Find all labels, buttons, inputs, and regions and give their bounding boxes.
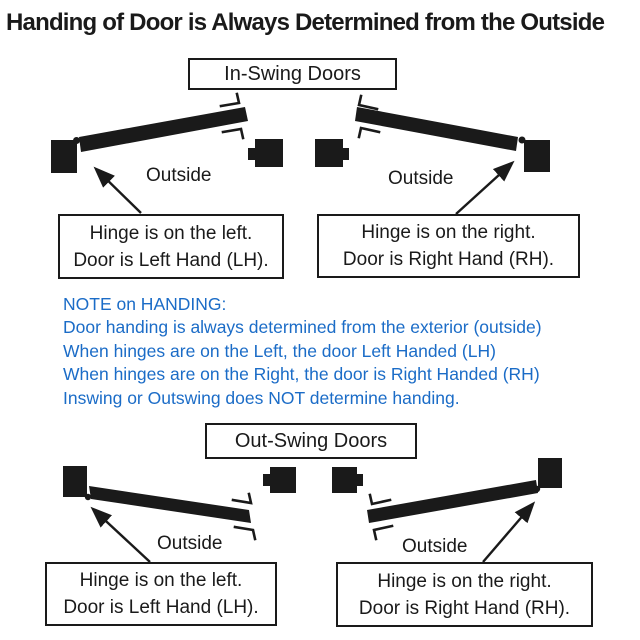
outside-label-out-swing-left: Outside [157, 533, 223, 554]
caption-in-swing-right: Hinge is on the right. Door is Right Han… [317, 214, 580, 278]
strike-jamb [332, 467, 357, 493]
out-swing-section-header: Out-Swing Doors [205, 423, 417, 459]
door-handle-outside [231, 492, 253, 505]
outside-label-out-swing-right: Outside [402, 536, 468, 557]
door-leaf [79, 107, 248, 152]
caption-line: Hinge is on the right. [361, 222, 536, 243]
door-handle-inside [221, 127, 245, 140]
caption-line: Hinge is on the left. [79, 570, 243, 591]
caption-line: Hinge is on the left. [89, 222, 253, 244]
strike-plate [342, 148, 349, 160]
out-swing-right-diagram [332, 458, 562, 563]
hinge-arrow [93, 166, 142, 214]
caption-in-swing-left: Hinge is on the left. Door is Left Hand … [58, 214, 284, 279]
door-handle-inside [357, 126, 381, 139]
in-swing-right-diagram [315, 94, 550, 215]
in-swing-left-diagram [51, 92, 283, 214]
hinge-pivot [518, 136, 526, 144]
hinge-jamb [538, 458, 562, 488]
note-line: Door handing is always determined from t… [63, 317, 542, 338]
hinge-jamb [524, 140, 550, 172]
note-line: Inswing or Outswing does NOT determine h… [63, 387, 460, 408]
outside-label-in-swing-left: Outside [146, 165, 212, 186]
strike-jamb [315, 139, 343, 167]
caption-line: Door is Left Hand (LH). [63, 597, 259, 618]
door-leaf [355, 107, 518, 151]
door-handle-outside [357, 94, 379, 111]
outside-label-in-swing-right: Outside [388, 168, 454, 189]
hinge-arrow [482, 501, 536, 563]
door-handle-inside [372, 524, 394, 541]
note-line: When hinges are on the Left, the door Le… [63, 340, 496, 361]
door-handle-inside [233, 525, 257, 541]
note-line: NOTE on HANDING: [63, 294, 227, 314]
caption-line: Door is Right Hand (RH). [358, 597, 571, 619]
note-line: When hinges are on the Right, the door i… [63, 364, 540, 385]
door-handle-outside [219, 92, 241, 108]
hinge-pivot [84, 493, 92, 501]
hinge-arrow [455, 160, 515, 215]
in-swing-section-header: In-Swing Doors [188, 58, 397, 90]
door-handle-outside [368, 493, 392, 506]
caption-line: Door is Right Hand (RH). [342, 249, 555, 270]
strike-plate [248, 148, 255, 160]
out-swing-section-label: Out-Swing Doors [234, 429, 388, 452]
hinge-jamb [51, 140, 77, 173]
handing-note: NOTE on HANDING: Door handing is always … [63, 293, 603, 410]
in-swing-section-label: In-Swing Doors [224, 62, 361, 85]
hinge-arrow [90, 506, 151, 563]
caption-line: Door is Left Hand (LH). [73, 249, 269, 271]
strike-plate [356, 474, 363, 486]
door-leaf [367, 480, 538, 523]
strike-jamb [270, 467, 296, 493]
caption-out-swing-left: Hinge is on the left. Door is Left Hand … [45, 562, 277, 626]
out-swing-left-diagram [63, 466, 296, 563]
hinge-pivot [73, 137, 80, 144]
strike-plate [263, 474, 270, 486]
hinge-jamb [63, 466, 87, 497]
page-title: Handing of Door is Always Determined fro… [6, 9, 605, 36]
caption-line: Hinge is on the right. [377, 570, 552, 592]
caption-out-swing-right: Hinge is on the right. Door is Right Han… [336, 562, 593, 627]
door-leaf [89, 486, 251, 523]
strike-jamb [255, 139, 283, 167]
